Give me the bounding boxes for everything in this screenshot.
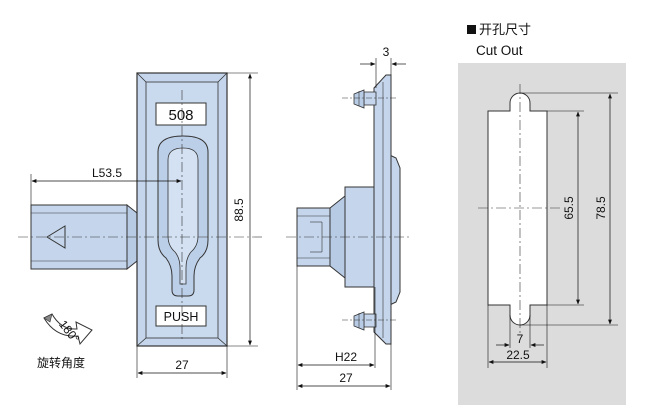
side-plate [373,74,392,345]
dim-width-label: 27 [175,358,189,372]
dim-thickness-label: 3 [383,45,390,59]
front-view: 508 PUSH L53.5 88.5 27 180° [18,72,262,378]
rotation-icon [43,313,93,346]
dim-length-label: L53.5 [92,166,122,180]
cutout-subtitle: Cut Out [476,43,523,58]
push-button [155,305,207,327]
rotation-label: 旋转角度 [37,356,86,370]
plate-number-box [155,102,207,126]
cutout-title: 开孔尺寸 [467,19,531,38]
plate-bevel [217,72,228,83]
dim-h-label: H22 [335,350,357,364]
dim-slot-width-label: 7 [517,332,524,346]
cutout-hole [487,92,548,326]
mounting-stud-bottom [353,311,377,331]
square-bullet-icon [467,25,476,34]
plate-bevel [136,72,147,83]
dim-inner-height-label: 65.5 [562,196,576,220]
side-view: 3 H22 27 [286,45,412,390]
cutout-view: 65.5 78.5 7 22.5 [458,63,626,405]
dim-outer-height-label: 78.5 [594,196,608,220]
dim-cutout-width-label: 22.5 [506,348,530,362]
dim-height-label: 88.5 [232,198,246,222]
plate-bevel [217,337,228,347]
mounting-stud-top [353,89,377,109]
cutout-title-text: 开孔尺寸 [479,23,532,38]
dim-width-side-label: 27 [339,371,353,385]
plate-bevel [136,337,147,347]
push-label: PUSH [164,310,199,324]
plate-number: 508 [168,107,193,124]
triangle-marker [46,225,66,249]
